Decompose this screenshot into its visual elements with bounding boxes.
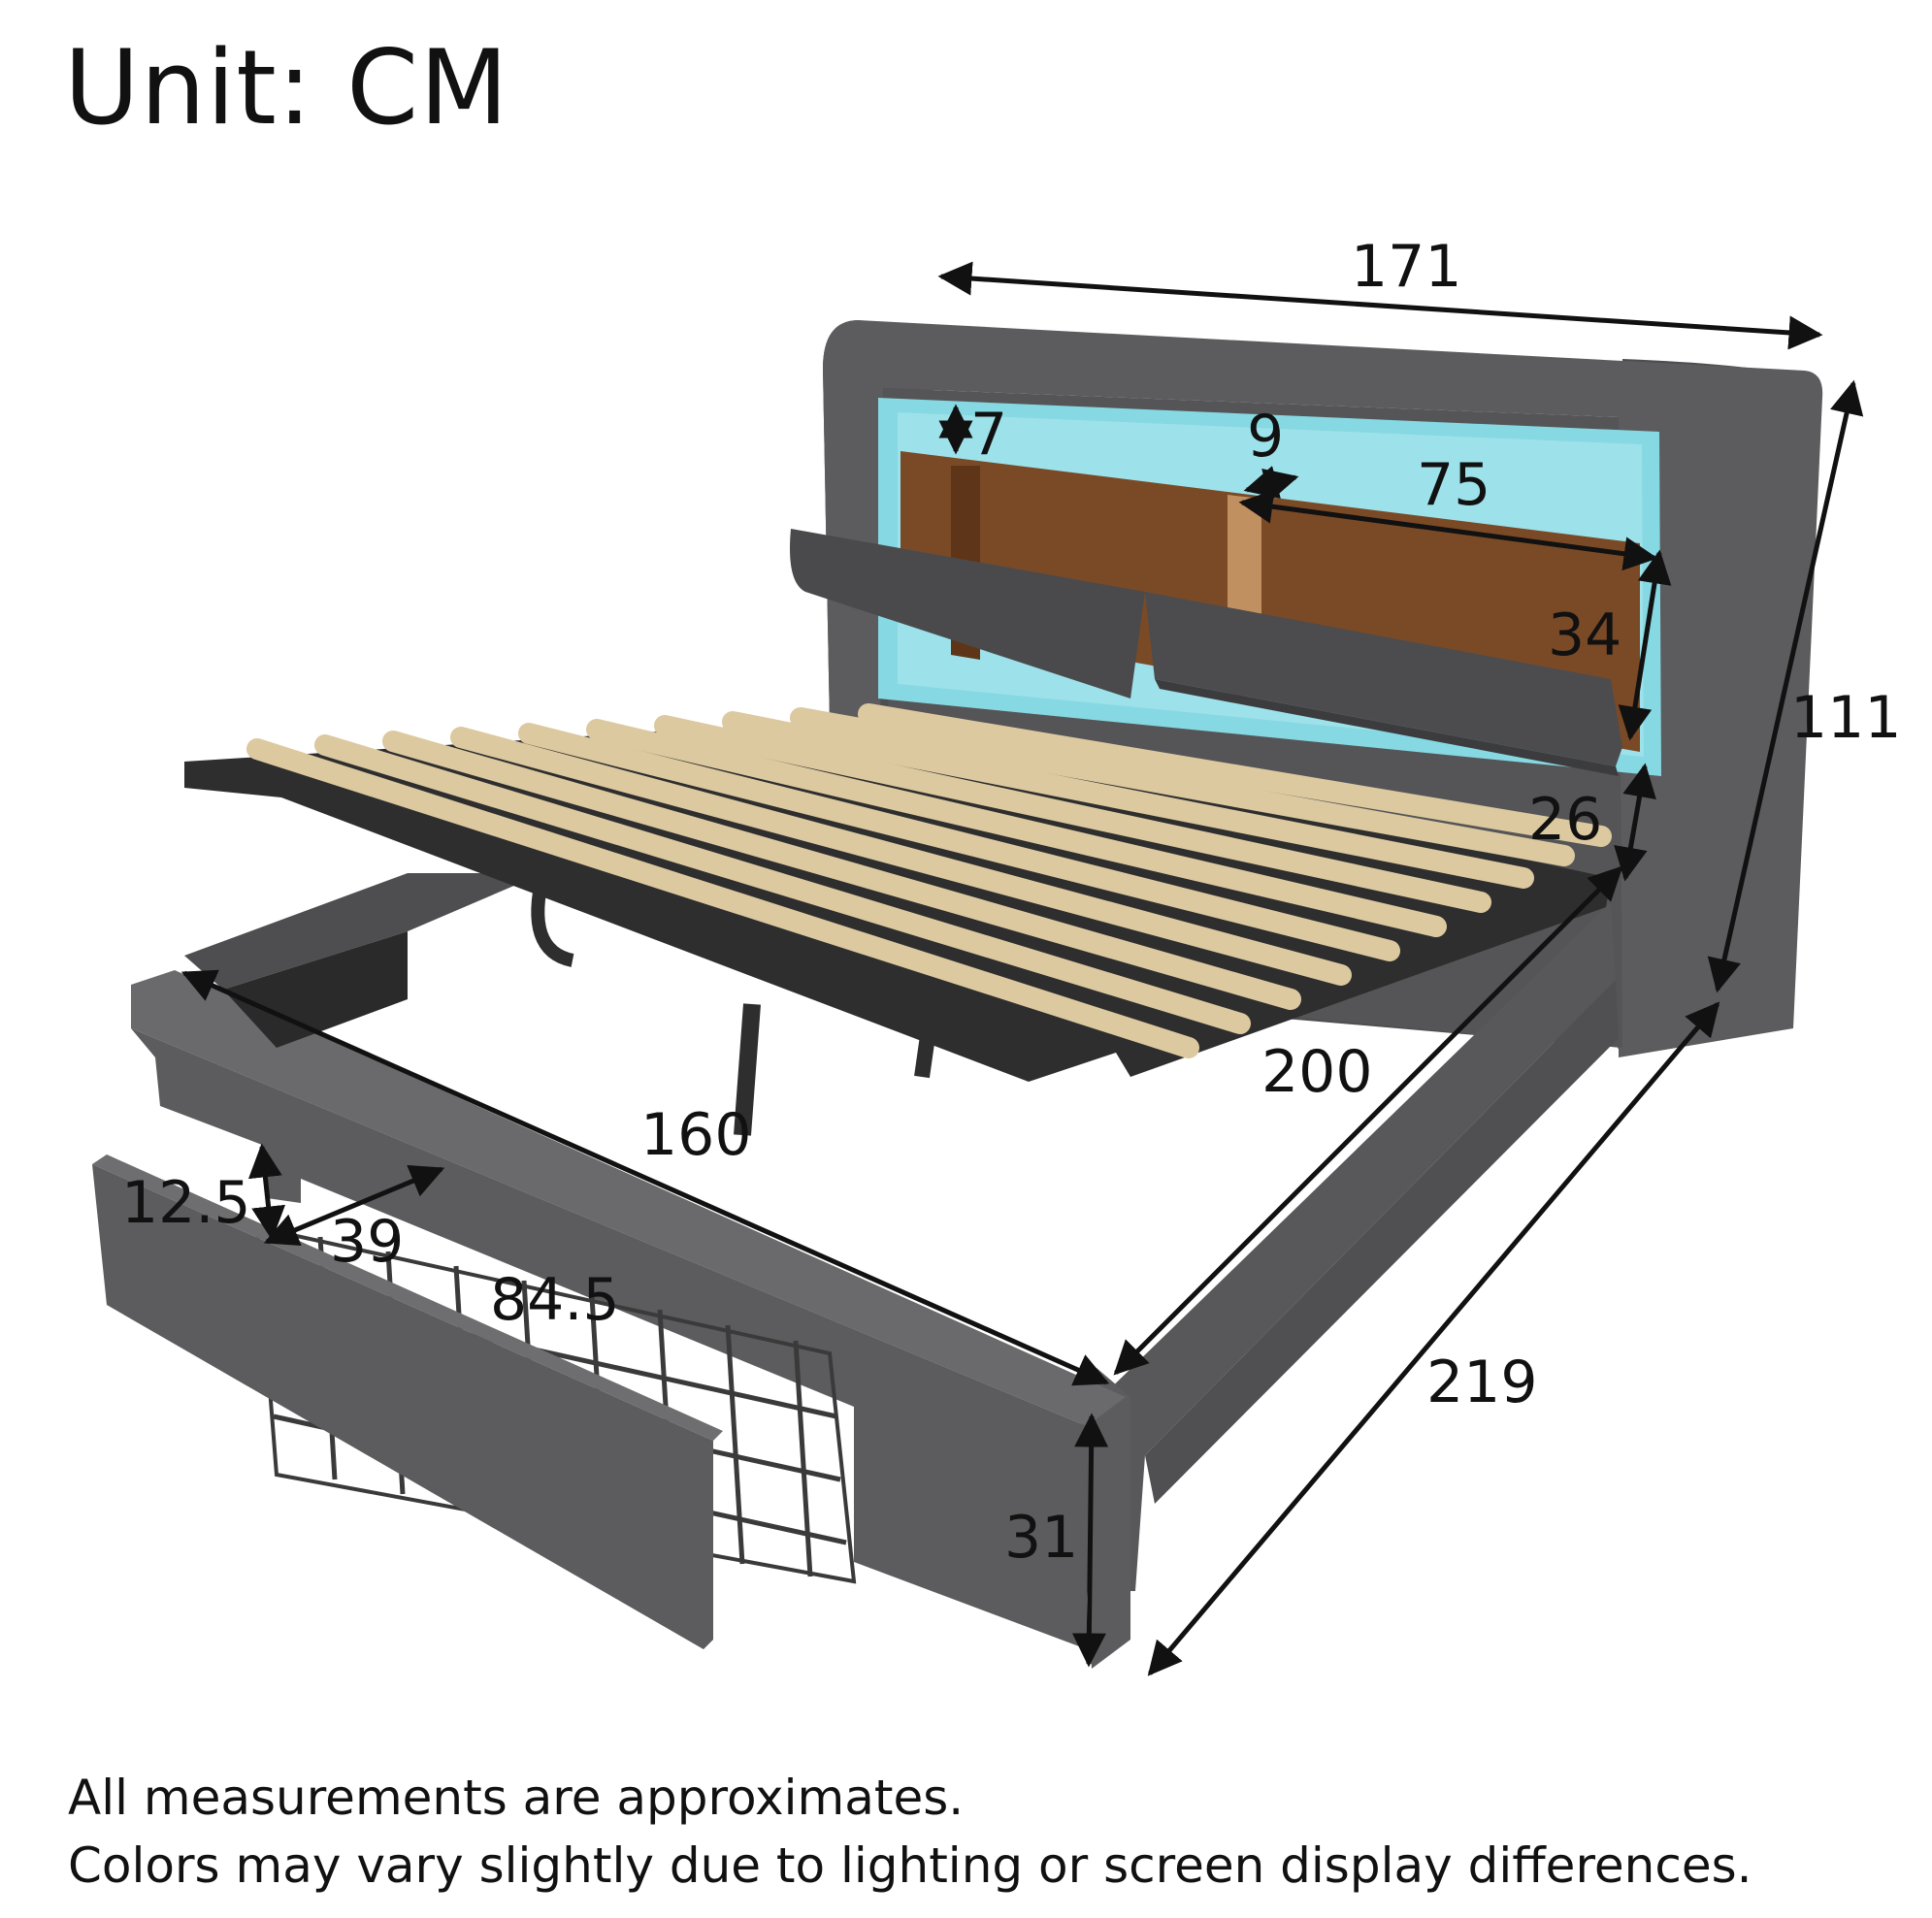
arrow-headboard-clearance	[1614, 763, 1656, 882]
arrow-total-length	[1147, 1001, 1720, 1676]
dim-divider: 9	[1247, 403, 1284, 471]
arrow-frame-height	[1071, 1413, 1109, 1668]
dim-total-height: 111	[1790, 684, 1902, 752]
arrow-divider	[1243, 466, 1299, 502]
dim-slat-length: 200	[1261, 1038, 1373, 1106]
dim-drawer-depth: 39	[330, 1208, 404, 1276]
shelf-cover-right	[1145, 592, 1622, 766]
arrow-shelf-width	[1238, 489, 1658, 571]
dim-drawer-length: 84.5	[490, 1266, 620, 1334]
dim-shelf-height: 34	[1548, 601, 1621, 669]
note-approximate: All measurements are approximates.	[68, 1770, 965, 1826]
dim-drawer-height: 12.5	[121, 1169, 251, 1237]
arrow-inner-width	[180, 969, 1110, 1386]
arrow-drawer-depth	[263, 1164, 445, 1247]
arrow-headboard-width	[937, 261, 1823, 350]
arrow-total-height	[1707, 379, 1864, 993]
dimension-arrows	[180, 261, 1864, 1676]
shelf-cover-left	[790, 529, 1145, 699]
dim-headboard-clearance: 26	[1528, 786, 1602, 854]
dim-inner-width: 160	[640, 1101, 752, 1169]
unit-title: Unit: CM	[64, 28, 509, 147]
dim-frame-height: 31	[1004, 1504, 1078, 1572]
dim-shelf-width: 75	[1417, 451, 1490, 519]
dim-total-length: 219	[1426, 1349, 1538, 1416]
dim-shelf-gap: 7	[970, 401, 1007, 469]
note-colors: Colors may vary slightly due to lighting…	[68, 1837, 1752, 1894]
arrow-shelf-height	[1618, 549, 1672, 741]
dim-headboard-width: 171	[1351, 233, 1462, 301]
